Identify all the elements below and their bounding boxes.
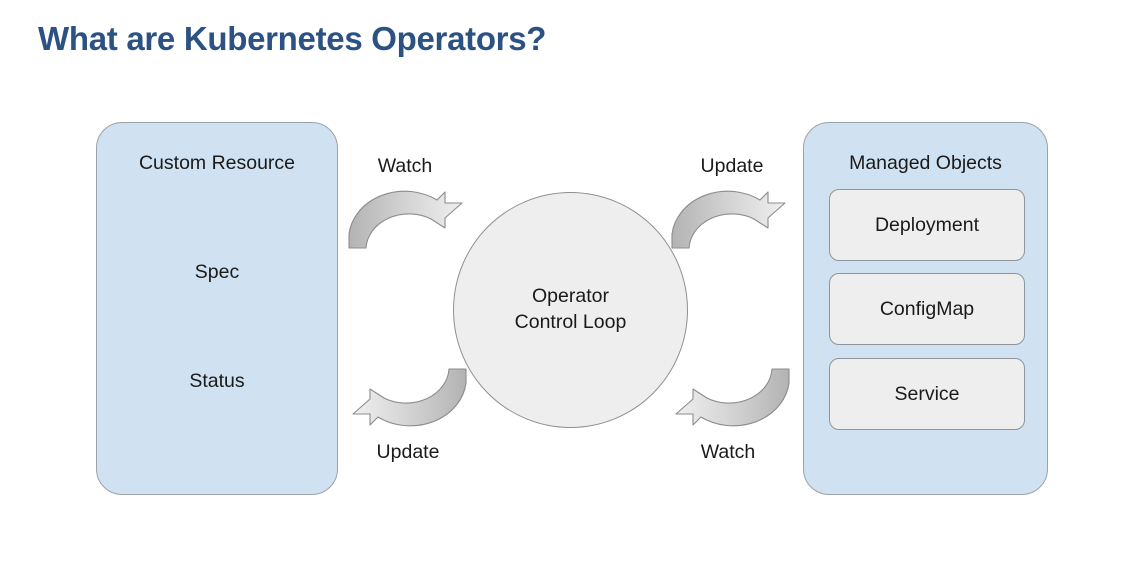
custom-resource-title: Custom Resource <box>138 152 296 174</box>
operator-control-loop-circle: Operator Control Loop <box>453 192 688 428</box>
arrow-label-update-right: Update <box>700 155 764 177</box>
arrow-label-watch-right: Watch <box>700 441 756 463</box>
managed-object-card-deployment: Deployment <box>829 189 1025 261</box>
managed-objects-title: Managed Objects <box>849 152 1002 174</box>
arrow-update-right <box>671 190 786 249</box>
operator-label-line1: Operator <box>532 285 609 308</box>
arrow-label-update-left: Update <box>376 441 440 463</box>
arrow-update-left <box>352 368 467 427</box>
operator-label-line2: Control Loop <box>514 311 627 333</box>
custom-resource-field-spec: Spec <box>194 261 240 283</box>
page-title: What are Kubernetes Operators? <box>38 20 547 57</box>
managed-object-card-configmap: ConfigMap <box>829 273 1025 345</box>
managed-object-card-service: Service <box>829 358 1025 430</box>
custom-resource-field-status: Status <box>189 370 245 392</box>
arrow-watch-left <box>348 190 463 249</box>
arrow-watch-right <box>675 368 790 427</box>
custom-resource-panel: Custom Resource Spec Status <box>96 122 338 495</box>
arrow-label-watch-left: Watch <box>377 155 433 177</box>
managed-objects-panel: Managed Objects Deployment ConfigMap Ser… <box>803 122 1048 495</box>
